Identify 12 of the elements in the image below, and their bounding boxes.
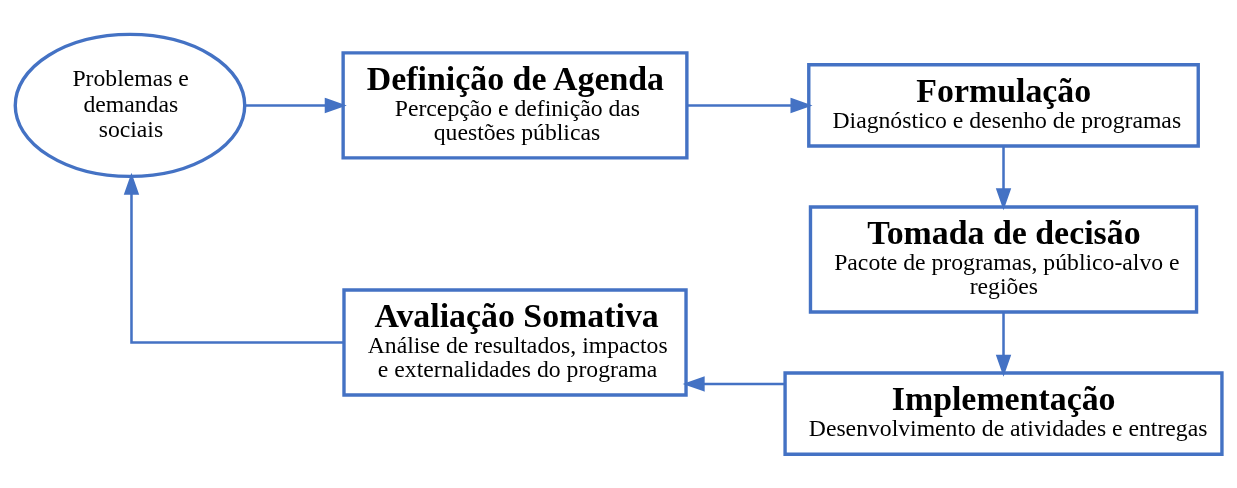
arrow (682, 375, 785, 392)
node-box: Formulação Diagnóstico e desenho de programas (807, 62, 1200, 148)
arrow (123, 172, 344, 344)
arrow (245, 97, 347, 113)
arrow (995, 311, 1012, 377)
node-box: Definição de Agenda Percepção e definição das questões públicas (341, 50, 689, 160)
arrow (687, 97, 813, 113)
node-box: Avaliação Somativa Análise de resultados, impactos e externalidades do programa (342, 287, 688, 397)
node-ellipse: Problemas e demandas sociais (13, 32, 247, 178)
arrow (995, 146, 1012, 210)
node-box: Implementação Desenvolvimento de atividades e entregas (783, 370, 1224, 456)
node-box: Tomada de decisão Pacote de programas, público-alvo e regiões (808, 204, 1199, 314)
